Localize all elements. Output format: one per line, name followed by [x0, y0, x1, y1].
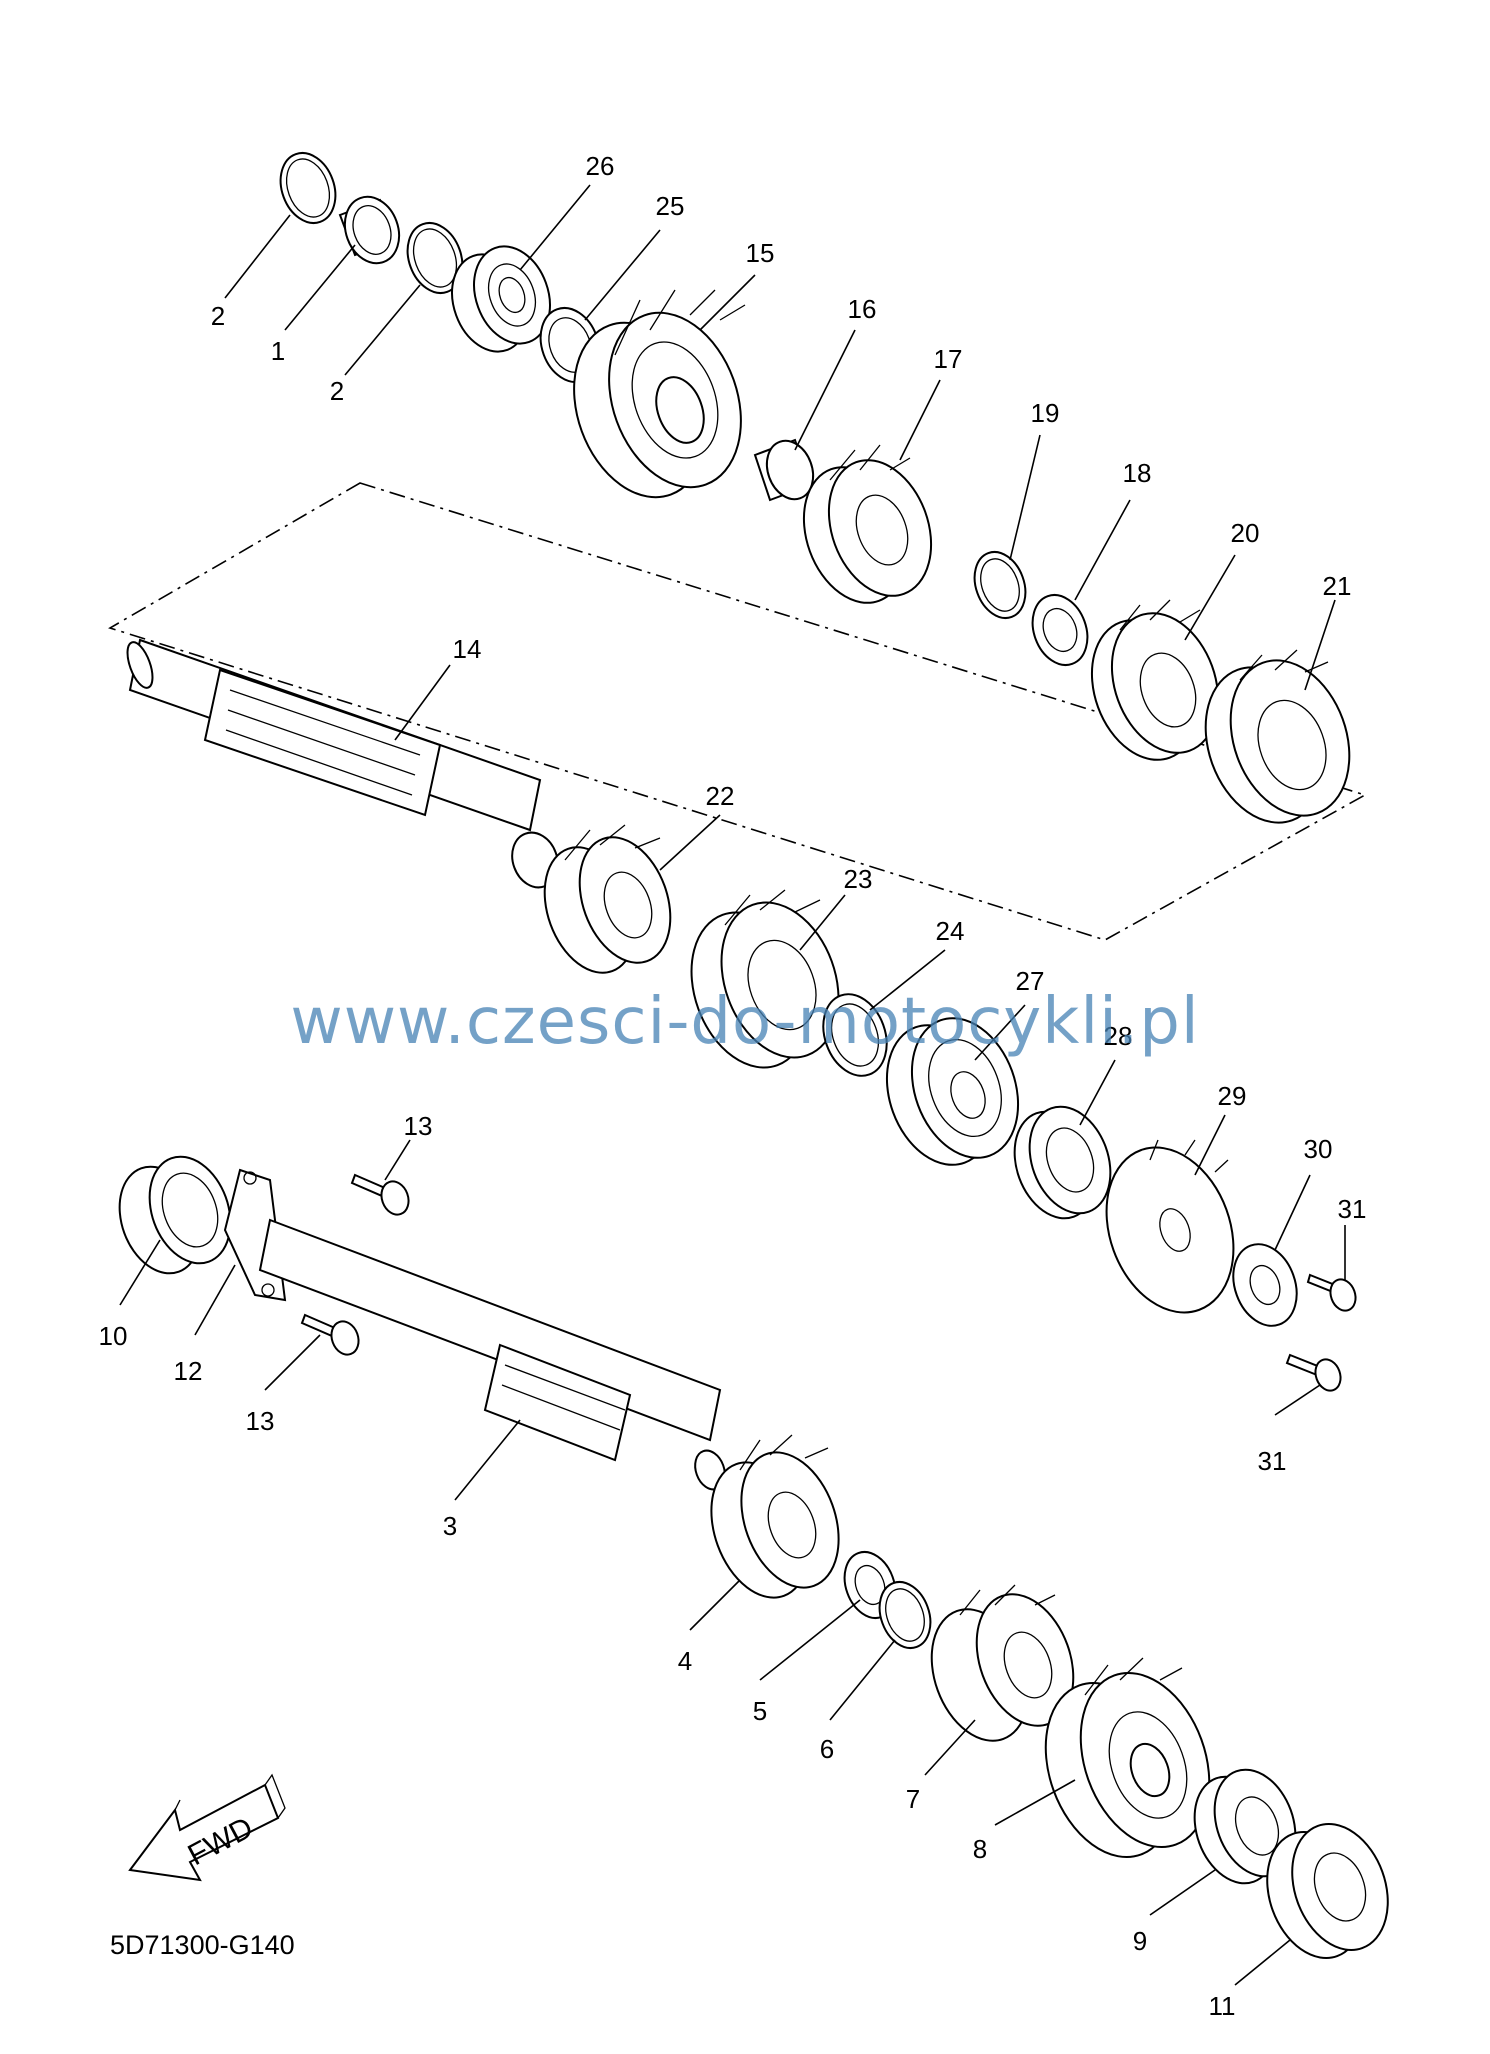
bolt-31a: [1306, 1273, 1357, 1312]
screw-13a: [350, 1173, 410, 1216]
callout-2: 2: [330, 376, 344, 406]
bearing-27: [885, 1017, 1020, 1166]
callout-29: 29: [1218, 1081, 1247, 1111]
callout-8: 8: [973, 1834, 987, 1864]
callout-9: 9: [1133, 1926, 1147, 1956]
gear-15: [573, 289, 746, 499]
callout-7: 7: [906, 1784, 920, 1814]
callout-15: 15: [746, 238, 775, 268]
callout-5: 5: [753, 1696, 767, 1726]
gear-22: [543, 824, 672, 974]
callout-1: 1: [271, 336, 285, 366]
callout-28: 28: [1104, 1021, 1133, 1051]
gear-7: [930, 1584, 1075, 1742]
drawing-code: 5D71300-G140: [110, 1930, 295, 1960]
watermark: www.czesci-do-motocykli.pl: [290, 985, 1200, 1059]
drive-sprocket-29: [1105, 1139, 1235, 1314]
washer-24: [822, 993, 888, 1077]
callout-31: 31: [1258, 1446, 1287, 1476]
callout-2: 2: [211, 301, 225, 331]
fwd-arrow-icon: FWD: [128, 1773, 286, 1882]
leader-lines: [119, 184, 1346, 1986]
callout-labels: 2 1 2 26 25 15 16 17 19 18 20 21 14 22 2…: [99, 151, 1367, 2021]
callout-11: 11: [1209, 1991, 1236, 2021]
callout-31: 31: [1338, 1194, 1367, 1224]
callout-24: 24: [936, 916, 965, 946]
drive-axle-3: [258, 1218, 726, 1491]
collar-16: [753, 438, 815, 502]
callout-10: 10: [99, 1321, 128, 1351]
gear-8: [1044, 1657, 1211, 1859]
callout-17: 17: [934, 344, 963, 374]
gear-4: [710, 1434, 840, 1599]
callout-13: 13: [404, 1111, 433, 1141]
circlip-2a: [279, 152, 337, 224]
callout-22: 22: [706, 781, 735, 811]
callout-16: 16: [848, 294, 877, 324]
callout-14: 14: [453, 634, 482, 664]
gear-17: [802, 444, 933, 604]
bearing-11: [1266, 1823, 1389, 1959]
gear-21: [1204, 649, 1351, 824]
bearing-10: [118, 1155, 232, 1275]
callout-26: 26: [586, 151, 615, 181]
callout-23: 23: [844, 864, 873, 894]
circlip-6: [878, 1581, 932, 1649]
screw-13b: [300, 1313, 360, 1356]
bolt-31b: [1285, 1353, 1342, 1392]
gear-23: [690, 889, 840, 1069]
washer-18: [1031, 594, 1089, 666]
callout-4: 4: [678, 1646, 692, 1676]
callout-6: 6: [820, 1734, 834, 1764]
circlip-2b: [406, 222, 464, 294]
callout-19: 19: [1031, 398, 1060, 428]
bearing-26: [451, 245, 551, 353]
main-axle-14: [126, 638, 559, 889]
oil-seal-28: [1013, 1105, 1112, 1220]
callout-21: 21: [1323, 571, 1352, 601]
gear-20: [1090, 599, 1220, 761]
callout-25: 25: [656, 191, 685, 221]
lock-washer-30: [1232, 1243, 1298, 1327]
callout-20: 20: [1231, 518, 1260, 548]
shaft-group-boundary: [108, 482, 1368, 941]
collar-1: [338, 195, 401, 265]
circlip-19: [973, 551, 1027, 619]
callout-13: 13: [246, 1406, 275, 1436]
callout-30: 30: [1304, 1134, 1333, 1164]
callout-12: 12: [174, 1356, 203, 1386]
callout-27: 27: [1016, 966, 1045, 996]
callout-3: 3: [443, 1511, 457, 1541]
callout-18: 18: [1123, 458, 1152, 488]
